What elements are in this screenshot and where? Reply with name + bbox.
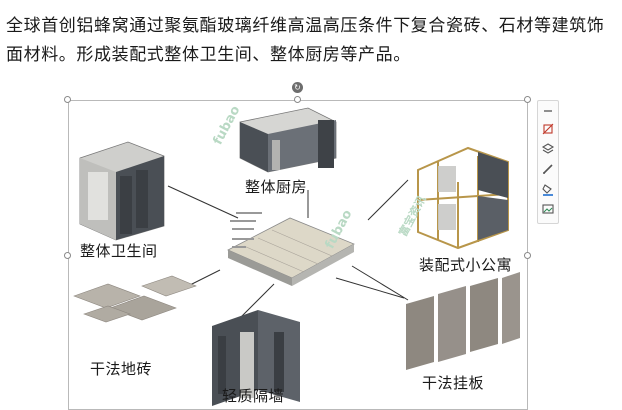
wall-panel-illustration xyxy=(406,272,520,370)
layers-icon[interactable] xyxy=(540,141,556,157)
label-bathroom: 整体卫生间 xyxy=(80,242,158,260)
honeycomb-panel-illustration xyxy=(227,217,355,286)
edit-pen-icon[interactable] xyxy=(540,161,556,177)
minus-icon[interactable] xyxy=(540,103,556,119)
bathroom-illustration xyxy=(79,141,165,241)
image-frame-icon[interactable] xyxy=(540,201,556,217)
document-paragraph: 全球首创铝蜂窝通过聚氨酯玻璃纤维高温高压条件下复合瓷砖、石材等建筑饰面材料。形成… xyxy=(6,16,605,65)
fill-icon[interactable] xyxy=(540,181,556,197)
apartment-panels xyxy=(438,152,508,240)
label-kitchen: 整体厨房 xyxy=(245,178,308,196)
resize-handle-top-right[interactable] xyxy=(524,96,531,103)
label-wall-panel: 干法挂板 xyxy=(422,374,485,392)
label-floor-tile: 干法地砖 xyxy=(90,360,153,378)
resize-handle-top-left[interactable] xyxy=(64,96,71,103)
kitchen-illustration xyxy=(239,107,337,173)
partition-illustration xyxy=(212,310,300,406)
connector-lines xyxy=(167,179,409,319)
floor-tile-illustration xyxy=(73,275,197,323)
resize-handle-top-center[interactable] xyxy=(294,96,301,103)
image-toolbar xyxy=(537,100,559,224)
resize-handle-middle-left[interactable] xyxy=(64,252,71,259)
crop-icon[interactable] xyxy=(540,121,556,137)
label-apartment: 装配式小公寓 xyxy=(419,256,513,274)
label-partition: 轻质隔墙 xyxy=(222,387,285,405)
panel-legend-text xyxy=(230,212,262,248)
rotate-handle-icon[interactable]: ↻ xyxy=(292,82,303,93)
resize-handle-middle-right[interactable] xyxy=(524,252,531,259)
product-diagram xyxy=(73,107,520,406)
